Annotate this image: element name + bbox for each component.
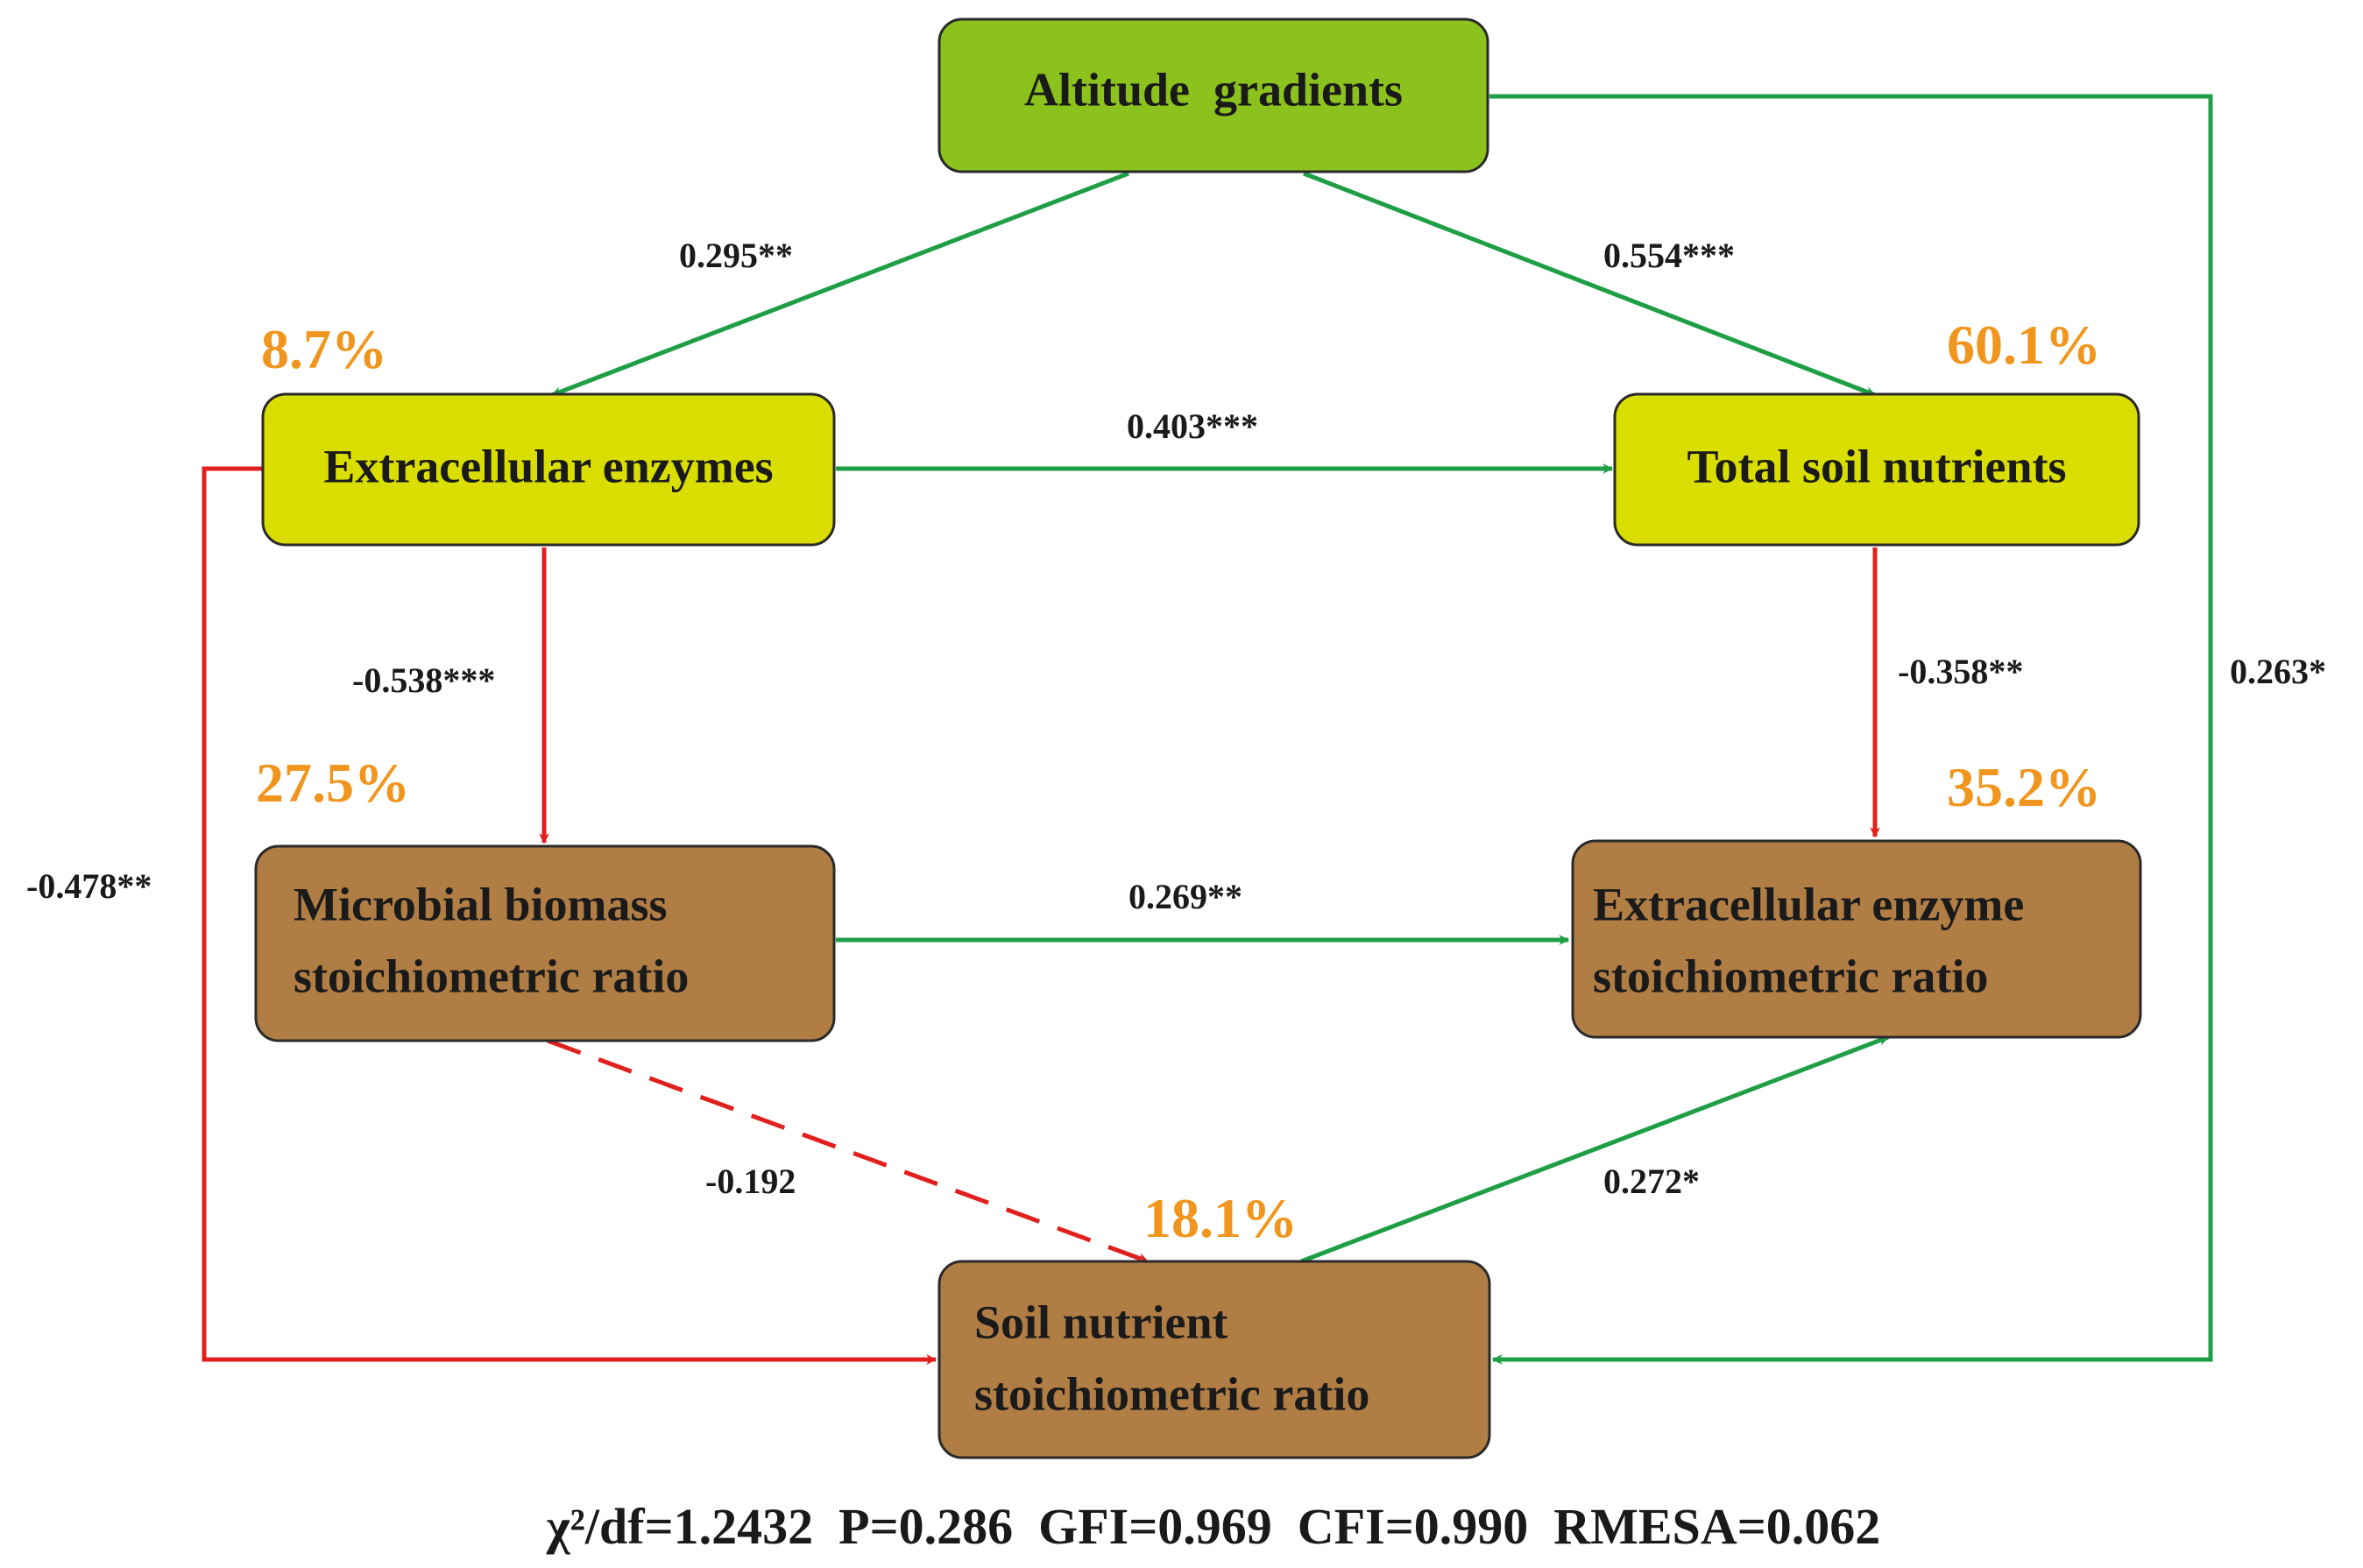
model-fit-indices: χ²/df=1.2432 P=0.286 GFI=0.969 CFI=0.990… [546, 1498, 1881, 1555]
path-arrow-altitude-soil-ratio [1489, 94, 2213, 1365]
node-enzymes: Extracellular enzymes [261, 392, 836, 547]
coef-enzymes-microbial: -0.538*** [352, 660, 495, 700]
coef-microbial-soil-ratio: -0.192 [705, 1162, 796, 1201]
node-enzyme-ratio-box [1571, 839, 2142, 1039]
node-enzymes-box [261, 392, 836, 547]
r2-microbial: 27.5% [256, 752, 410, 814]
node-enzyme-ratio: Extracellular enzyme stoichiometric rati… [1571, 839, 2142, 1039]
coef-microbial-enzyme-ratio: 0.269** [1128, 877, 1242, 916]
node-soil-ratio-line2: stoichiometric ratio [974, 1367, 1369, 1420]
coef-nutrients-enzyme-ratio: -0.358** [1898, 652, 2023, 691]
node-microbial-box [254, 844, 836, 1042]
path-arrow-microbial-soil-ratio [547, 1038, 1150, 1264]
node-enzyme-ratio-line1: Extracellular enzyme [1593, 878, 2024, 930]
node-altitude-box [937, 18, 1489, 173]
r2-nutrients: 60.1% [1947, 314, 2101, 376]
variance-labels: 8.7% 60.1% 27.5% 35.2% 18.1% [256, 314, 2101, 1249]
node-microbial-line2: stoichiometric ratio [294, 950, 689, 1002]
node-microbial: Microbial biomass stoichiometric ratio [254, 844, 836, 1042]
coef-enzymes-soil-ratio: -0.478** [26, 866, 152, 906]
node-altitude-label: Altitude gradients [1024, 63, 1403, 116]
node-soil-ratio-box [937, 1260, 1491, 1459]
node-nutrients-box [1613, 392, 2140, 547]
coef-soil-ratio-enzyme-ratio: 0.272* [1603, 1162, 1700, 1201]
r2-soil-ratio: 18.1% [1143, 1187, 1298, 1249]
r2-enzymes: 8.7% [261, 318, 387, 380]
coefficient-labels: 0.295** 0.554*** 0.403*** -0.538*** -0.3… [26, 236, 2326, 1201]
node-altitude: Altitude gradients [937, 18, 1489, 173]
node-nutrients: Total soil nutrients [1613, 392, 2140, 547]
path-arrow-soil-ratio-enzyme-ratio [1300, 1035, 1890, 1264]
node-soil-ratio-line1: Soil nutrient [974, 1296, 1228, 1348]
path-arrow-altitude-enzymes [550, 171, 1129, 398]
node-enzymes-label: Extracellular enzymes [323, 440, 773, 492]
node-nutrients-label: Total soil nutrients [1687, 440, 2066, 492]
path-arrows [202, 94, 2213, 1365]
path-arrow-altitude-nutrients [1303, 171, 1877, 398]
node-soil-ratio: Soil nutrient stoichiometric ratio [937, 1260, 1491, 1459]
coef-altitude-enzymes: 0.295** [679, 236, 793, 275]
coef-altitude-soil-ratio: 0.263* [2230, 652, 2326, 691]
r2-enzyme-ratio: 35.2% [1947, 756, 2101, 818]
node-microbial-line1: Microbial biomass [294, 878, 668, 930]
path-arrow-enzymes-soil-ratio [202, 466, 937, 1365]
node-enzyme-ratio-line2: stoichiometric ratio [1593, 950, 1988, 1002]
coef-altitude-nutrients: 0.554*** [1603, 236, 1735, 275]
coef-enzymes-nutrients: 0.403*** [1127, 406, 1258, 446]
